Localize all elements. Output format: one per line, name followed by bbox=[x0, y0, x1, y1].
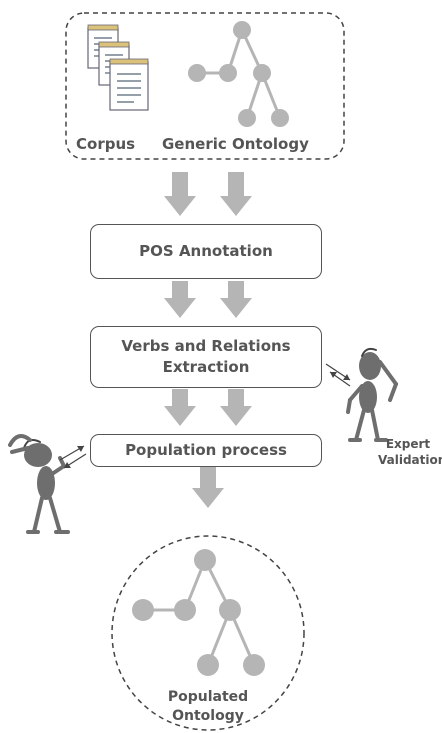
expert-label-line2: Validation bbox=[378, 453, 442, 467]
arrow-population-to-output bbox=[192, 467, 224, 508]
arrow-inputs-to-pos-right bbox=[220, 172, 252, 216]
verbs-relations-extraction-step: Verbs and Relations Extraction bbox=[90, 326, 322, 388]
expert-figure-left-icon bbox=[8, 434, 70, 534]
generic-ontology-tree-icon bbox=[188, 21, 289, 127]
corpus-label: Corpus bbox=[76, 135, 136, 153]
expert-figure-right-icon bbox=[346, 347, 398, 442]
expert-label-line1: Expert bbox=[385, 437, 431, 451]
arrow-verbs-to-population-left bbox=[164, 389, 196, 426]
population-process-label: Population process bbox=[125, 441, 287, 459]
arrow-verbs-to-population-right bbox=[220, 389, 252, 426]
arrow-pos-to-verbs-left bbox=[164, 281, 196, 318]
arrow-pos-to-verbs-right bbox=[220, 281, 252, 318]
verbs-relations-label-line2: Extraction bbox=[162, 358, 250, 376]
flow-arrows bbox=[164, 172, 252, 508]
arrow-inputs-to-pos-left bbox=[164, 172, 196, 216]
output-label-line2: Ontology bbox=[172, 708, 244, 724]
generic-ontology-label: Generic Ontology bbox=[162, 135, 309, 153]
output-ellipse-frame bbox=[111, 535, 305, 731]
input-group-frame bbox=[65, 12, 345, 160]
verbs-relations-label-line1: Verbs and Relations bbox=[121, 337, 291, 355]
output-label-line1: Populated bbox=[167, 689, 249, 705]
validation-arrows-left-icon bbox=[59, 445, 87, 469]
expert-validation-label: Expert Validation bbox=[378, 436, 442, 468]
pos-annotation-label: POS Annotation bbox=[139, 242, 273, 260]
validation-arrows-right-icon bbox=[325, 363, 351, 387]
corpus-documents-icon bbox=[87, 24, 149, 111]
pos-annotation-step: POS Annotation bbox=[90, 224, 322, 279]
populated-ontology-label: Populated Ontology bbox=[148, 688, 268, 726]
population-process-step: Population process bbox=[90, 434, 322, 467]
populated-ontology-tree-icon bbox=[132, 549, 265, 676]
